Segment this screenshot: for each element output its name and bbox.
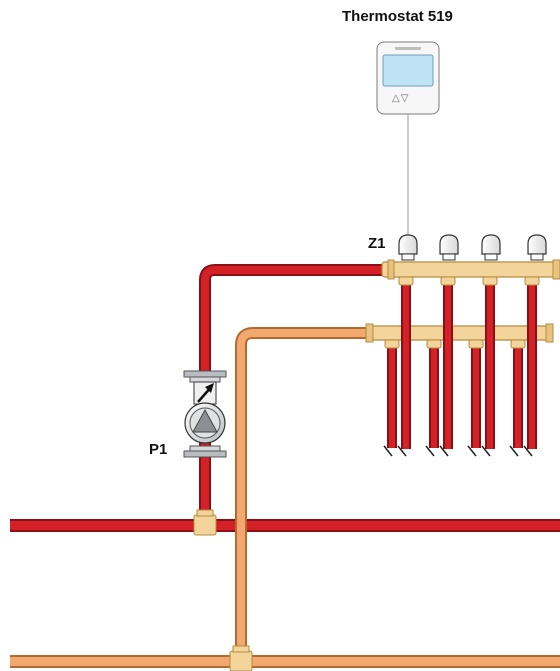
return-main-pipe — [10, 655, 560, 668]
floor-loop-1 — [383, 276, 414, 457]
supply-tee-fitting — [193, 509, 217, 536]
supply-main-pipe — [10, 519, 560, 532]
floor-loop-4 — [509, 276, 540, 457]
floor-loops — [383, 276, 540, 457]
zone-actuators — [398, 234, 547, 261]
floor-loop-3 — [467, 276, 498, 457]
zone-actuator-icon-4 — [527, 234, 547, 261]
supply-manifold — [381, 259, 560, 280]
thermostat-icon — [376, 41, 440, 235]
return-manifold — [365, 323, 554, 343]
zone-actuator-icon-3 — [481, 234, 501, 261]
supply-riser-pipe — [199, 264, 390, 520]
thermostat-label: Thermostat 519 — [342, 8, 453, 25]
thermostat-buttons: △▽ — [392, 93, 410, 104]
circulator-pump-icon — [183, 370, 227, 458]
zone-label: Z1 — [368, 235, 386, 252]
zone-actuator-icon-1 — [398, 234, 418, 261]
return-riser-pipe — [235, 327, 370, 660]
floor-loop-2 — [425, 276, 456, 457]
pump-label: P1 — [149, 441, 168, 458]
return-tee-fitting — [229, 645, 253, 671]
zone-actuator-icon-2 — [439, 234, 459, 261]
